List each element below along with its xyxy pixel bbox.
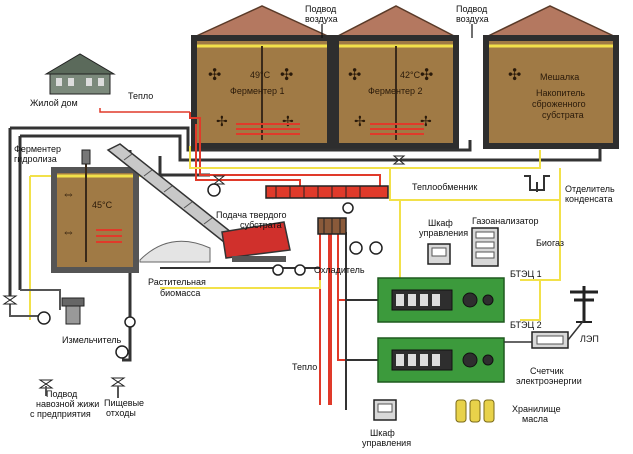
manure-label-line-1: Подвод <box>46 389 78 399</box>
hydrolysis-label-line-2: гидролиза <box>14 154 57 164</box>
solid-feed-label-line-2: субстрата <box>240 220 282 230</box>
air-inlet-2-line-1: Подвод <box>456 4 488 14</box>
control-cabinet-bottom-line-1: Шкаф <box>370 428 395 438</box>
fermenter-1-propeller-icon: ✢ <box>216 113 228 129</box>
manure-label-line-3: с предприятия <box>30 409 91 419</box>
condensate-label-line-1: Отделитель <box>565 184 615 194</box>
pipe-network <box>8 112 602 410</box>
hydrolysis-mixer-icon: ⇔ <box>62 186 75 201</box>
power-line-label: ЛЭП <box>580 334 599 344</box>
cooler <box>317 217 347 235</box>
pump-icon <box>37 183 383 359</box>
oil-storage-label-line-1: Хранилище <box>512 404 561 414</box>
storage-label-line-3: субстрата <box>542 110 584 120</box>
fermenter-1: ✣ ✣ ✢ ✢ 49°С Ферментер 1 <box>191 5 333 149</box>
storage-label-line-2: сброженного <box>532 99 586 109</box>
control-cabinet-top <box>427 243 451 265</box>
heat-line-to-house <box>99 108 190 113</box>
storage-roof <box>483 5 619 39</box>
air-inlet-1-line-1: Подвод <box>305 4 337 14</box>
fermenter-2-heating-coil <box>370 123 424 135</box>
chp-1-label: БТЭЦ 1 <box>510 269 542 279</box>
fermenter-1-heating-coil <box>236 123 300 135</box>
fermenter-1-temp: 49°С <box>250 70 271 80</box>
fermenter-2-roof <box>333 5 459 39</box>
meter-label-line-1: Счетчик <box>530 366 564 376</box>
fermenter-2: ✣ ✣ ✢ ✢ 42°С Ферментер 2 <box>333 5 459 149</box>
fermenter-2-mixer-icon: ✣ <box>348 67 361 84</box>
meter-label-line-2: электроэнергии <box>516 376 582 386</box>
fermenter-2-propeller-icon: ✢ <box>420 113 432 129</box>
hydrolysis-temp: 45°С <box>92 200 113 210</box>
feed-hopper <box>221 221 291 259</box>
heat-exchanger-label: Теплообменник <box>412 182 477 192</box>
storage-mixer-label: Мешалка <box>540 72 579 82</box>
heat-bottom-label: Тепло <box>292 362 317 372</box>
control-cabinet-bottom-line-2: управления <box>362 438 411 448</box>
food-waste-label-line-1: Пищевые <box>104 398 144 408</box>
power-tower-icon <box>570 286 598 323</box>
plant-biomass-label-line-2: биомасса <box>160 288 200 298</box>
condensate-label-line-2: конденсата <box>565 194 613 204</box>
house-label: Жилой дом <box>30 98 78 108</box>
chp-unit-2 <box>377 337 505 383</box>
air-inlet-2-line-2: воздуха <box>456 14 489 24</box>
house-icon <box>44 53 116 95</box>
fermenter-2-mixer-icon: ✣ <box>420 67 433 84</box>
fermenter-2-propeller-icon: ✢ <box>354 113 366 129</box>
chp-2-label: БТЭЦ 2 <box>510 320 542 330</box>
storage-mixer-icon: ✣ <box>508 67 521 84</box>
heat-exchanger <box>265 185 389 199</box>
electricity-meter <box>504 319 585 349</box>
condensate-separator <box>524 175 550 192</box>
fermenter-2-label: Ферментер 2 <box>368 86 423 96</box>
cooler-label: Охладитель <box>314 265 365 275</box>
air-inlet-1-line-2: воздуха <box>305 14 338 24</box>
hydrolysis-fermenter: ⇔ ⇔ <box>51 149 139 273</box>
gas-analyzer-label: Газоанализатор <box>472 216 539 226</box>
shredder-icon <box>61 297 85 325</box>
manure-label-line-2: навозной жижи <box>36 399 99 409</box>
solid-feed-label-line-1: Подача твердого <box>216 210 286 220</box>
plant-biomass-label-line-1: Растительная <box>148 277 206 287</box>
solid-feed-conveyor <box>106 143 291 262</box>
fermenter-2-temp: 42°С <box>400 70 421 80</box>
fermenter-1-mixer-icon: ✣ <box>280 67 293 84</box>
storage-body <box>483 35 619 149</box>
food-waste-label-line-2: отходы <box>106 408 136 418</box>
gas-analyzer <box>471 227 499 267</box>
oil-storage-tanks <box>455 399 495 423</box>
oil-storage-label-line-2: масла <box>522 414 548 424</box>
biomass-pile <box>139 240 211 263</box>
biogas-label: Биогаз <box>536 238 564 248</box>
fermenter-1-label: Ферментер 1 <box>230 86 285 96</box>
valve-icon <box>2 155 406 389</box>
storage-label-line-1: Накопитель <box>536 88 585 98</box>
shredder-label: Измельчитель <box>62 335 122 345</box>
hydrolysis-label-line-1: Ферментер <box>14 144 61 154</box>
chp-unit-1 <box>377 277 505 323</box>
control-cabinet-top-line-1: Шкаф <box>428 218 453 228</box>
control-cabinet-top-line-2: управления <box>419 228 468 238</box>
heat-top-label: Тепло <box>128 91 153 101</box>
fermenter-1-mixer-icon: ✣ <box>208 67 221 84</box>
hydrolysis-mixer-icon: ⇔ <box>62 224 75 239</box>
control-cabinet-bottom <box>373 399 397 421</box>
digestate-storage: ✣ Мешалка Накопитель сброженного субстра… <box>483 5 619 149</box>
fermenter-1-propeller-icon: ✢ <box>282 113 294 129</box>
